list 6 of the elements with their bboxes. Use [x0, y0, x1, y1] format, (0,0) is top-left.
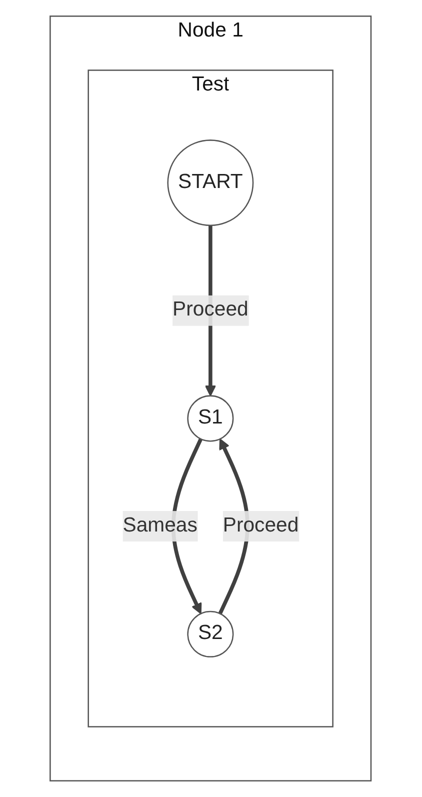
edge-label: Proceed — [223, 514, 300, 536]
edge-label: Proceed — [172, 299, 249, 321]
node-circle: S1 — [188, 395, 234, 442]
node-circle: START — [168, 140, 254, 226]
edge-label: Sameas — [123, 514, 198, 536]
node-circle: S2 — [188, 610, 234, 658]
